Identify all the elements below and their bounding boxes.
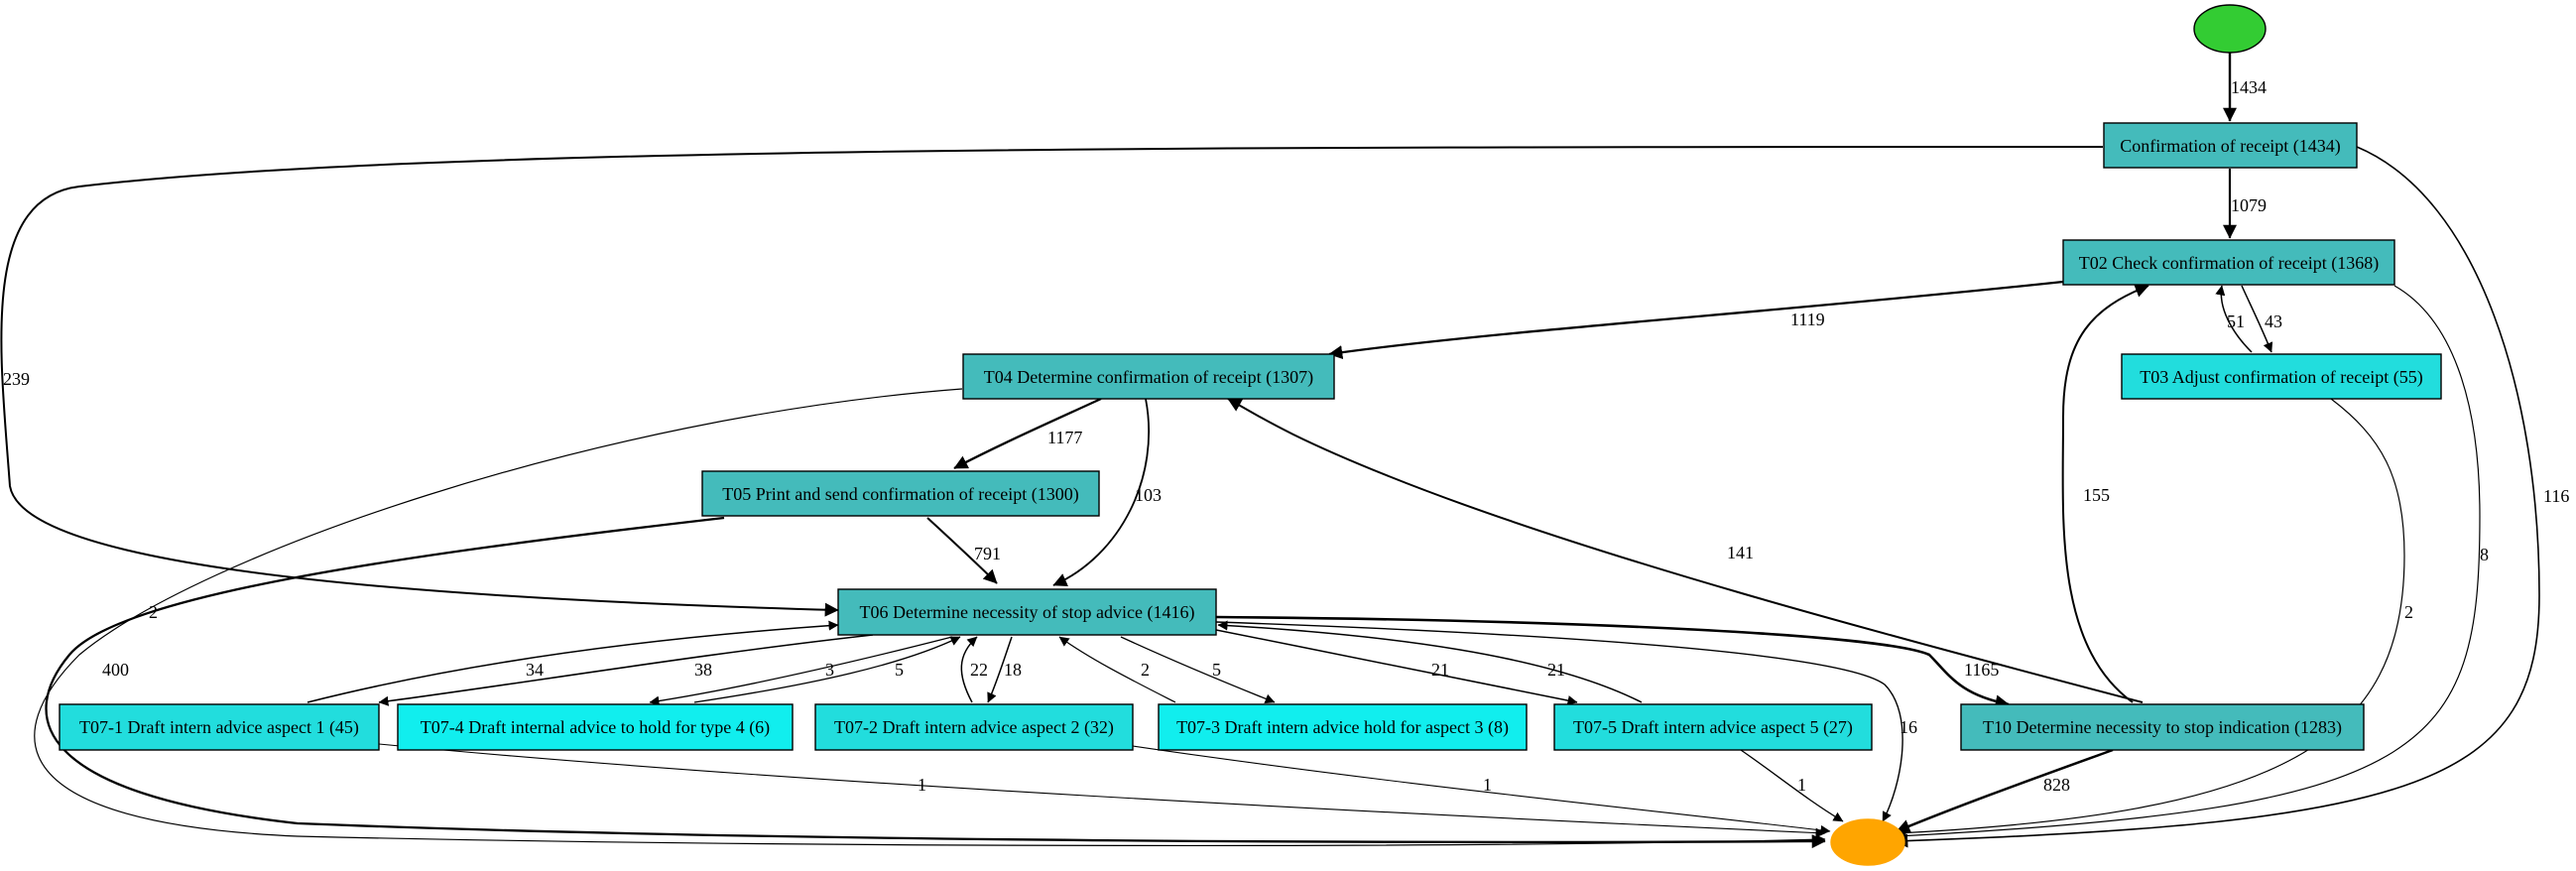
- edge-t05-end: [45, 516, 1826, 849]
- edge-t10-t02: [2061, 284, 2149, 703]
- node-label: T07-2 Draft intern advice aspect 2 (32): [834, 717, 1114, 738]
- node-t07-4[interactable]: T07-4 Draft internal advice to hold for …: [397, 703, 794, 751]
- edge-t04-t06: [1052, 398, 1150, 587]
- node-label: T07-3 Draft intern advice hold for aspec…: [1176, 717, 1509, 738]
- end-node[interactable]: [1830, 818, 1905, 866]
- node-label: T05 Print and send confirmation of recei…: [722, 484, 1078, 505]
- edge-t03-end: [1896, 398, 2405, 838]
- edge-label-conf-end: 116: [2543, 486, 2569, 506]
- edge-label-t05-t06: 791: [974, 544, 1001, 563]
- edge-t06-end: [1215, 621, 1903, 822]
- edge-label-t02-end: 8: [2480, 545, 2489, 564]
- edge-t075-t06: [1217, 620, 1643, 703]
- edge-t04-end: [34, 388, 1826, 847]
- node-t04[interactable]: T04 Determine confirmation of receipt (1…: [962, 353, 1335, 400]
- edge-label-t02-t03: 43: [2265, 311, 2282, 331]
- edge-label-t06-end: 16: [1900, 717, 1917, 737]
- edge-conf-t06: [0, 146, 2104, 617]
- edge-t02-end: [1896, 285, 2481, 841]
- edge-t10-t04: [1227, 398, 2144, 703]
- edge-t06-t071: [378, 634, 874, 706]
- edge-label-t02-t04: 1119: [1790, 310, 1825, 329]
- edge-label-t072-t06: 22: [970, 660, 988, 680]
- edge-t10-end: [1896, 748, 2114, 833]
- node-label: T07-4 Draft internal advice to hold for …: [421, 717, 770, 738]
- node-label: T10 Determine necessity to stop indicati…: [1983, 717, 2342, 738]
- edge-label-t071-t06: 34: [526, 660, 544, 680]
- start-node[interactable]: [2193, 4, 2267, 54]
- edge-label-t10-t04: 141: [1727, 543, 1754, 562]
- edge-t075-end: [1740, 749, 1844, 822]
- edge-label-t06-t071: 38: [694, 660, 712, 680]
- node-t03[interactable]: T03 Adjust confirmation of receipt (55): [2121, 353, 2442, 400]
- edge-label-conf-t06: 239: [3, 369, 30, 389]
- edge-label-t03-end: 2: [2404, 602, 2413, 622]
- node-confirmation-of-receipt[interactable]: Confirmation of receipt (1434): [2103, 122, 2358, 169]
- edge-label-t06-t074: 3: [825, 660, 834, 680]
- nodes: Confirmation of receipt (1434) T02 Check…: [59, 4, 2442, 866]
- edge-t072-t06: [960, 636, 978, 703]
- node-t02[interactable]: T02 Check confirmation of receipt (1368): [2062, 239, 2395, 286]
- edge-t02-t04: [1328, 280, 2064, 360]
- edges: [0, 50, 2540, 849]
- edge-t04-t05: [953, 397, 1102, 470]
- edge-t02-t03: [2241, 285, 2273, 353]
- edge-t06-t075: [1215, 629, 1578, 705]
- edge-t05-t06: [926, 517, 998, 584]
- edge-label-t04-t05: 1177: [1047, 428, 1082, 447]
- edge-label-t06-t073: 5: [1212, 660, 1221, 680]
- node-label: T02 Check confirmation of receipt (1368): [2079, 253, 2379, 274]
- edge-label-t074-t06: 5: [895, 660, 904, 680]
- edge-label-t03-t02: 51: [2227, 311, 2245, 331]
- edge-t071-end: [378, 743, 1826, 838]
- node-label: Confirmation of receipt (1434): [2120, 136, 2340, 157]
- node-label: T07-5 Draft intern advice aspect 5 (27): [1573, 717, 1853, 738]
- edge-label-t04-end: 2: [149, 602, 158, 622]
- edge-label-t10-t02: 155: [2083, 485, 2110, 505]
- edge-label-t06-t075: 21: [1431, 660, 1449, 680]
- node-label: T07-1 Draft intern advice aspect 1 (45): [79, 717, 359, 738]
- node-label: T06 Determine necessity of stop advice (…: [860, 602, 1195, 623]
- edge-labels: 1434 1079 239 116 1119 43 51 8 2 1177 10…: [3, 77, 2569, 795]
- edge-t06-t10: [1215, 615, 2010, 709]
- edge-conf-end: [1894, 146, 2540, 848]
- node-t10[interactable]: T10 Determine necessity to stop indicati…: [1960, 703, 2365, 751]
- edge-label-t06-t072: 18: [1004, 660, 1022, 680]
- edge-label-t075-t06: 21: [1547, 660, 1565, 680]
- edge-t071-t06: [307, 620, 839, 703]
- edge-t074-t06: [693, 636, 961, 703]
- edge-t06-t074: [649, 636, 953, 706]
- edge-label-t06-t10: 1165: [1964, 660, 1999, 680]
- edge-label-start-conf: 1434: [2231, 77, 2267, 97]
- node-t05[interactable]: T05 Print and send confirmation of recei…: [701, 470, 1100, 517]
- node-t07-3[interactable]: T07-3 Draft intern advice hold for aspec…: [1158, 703, 1528, 751]
- edge-label-t04-t06: 103: [1135, 485, 1162, 505]
- edge-t073-t06: [1058, 636, 1176, 703]
- node-label: T03 Adjust confirmation of receipt (55): [2140, 367, 2422, 388]
- edge-label-t072-end: 1: [1483, 775, 1492, 795]
- edge-t06-t073: [1120, 636, 1276, 704]
- edge-t072-end: [1132, 745, 1831, 835]
- edge-t03-t02: [2215, 285, 2253, 353]
- node-t07-1[interactable]: T07-1 Draft intern advice aspect 1 (45): [59, 703, 380, 751]
- edge-t06-t072: [987, 636, 1013, 703]
- edge-label-t071-end: 1: [918, 775, 926, 795]
- edge-label-conf-t02: 1079: [2231, 195, 2267, 215]
- node-t07-2[interactable]: T07-2 Draft intern advice aspect 2 (32): [814, 703, 1134, 751]
- edge-label-t075-end: 1: [1797, 775, 1806, 795]
- edge-label-t073-t06: 2: [1141, 660, 1150, 680]
- node-t06[interactable]: T06 Determine necessity of stop advice (…: [837, 588, 1217, 636]
- node-label: T04 Determine confirmation of receipt (1…: [984, 367, 1313, 388]
- edge-label-t05-end: 400: [102, 660, 129, 680]
- node-t07-5[interactable]: T07-5 Draft intern advice aspect 5 (27): [1553, 703, 1873, 751]
- edge-label-t10-end: 828: [2043, 775, 2070, 795]
